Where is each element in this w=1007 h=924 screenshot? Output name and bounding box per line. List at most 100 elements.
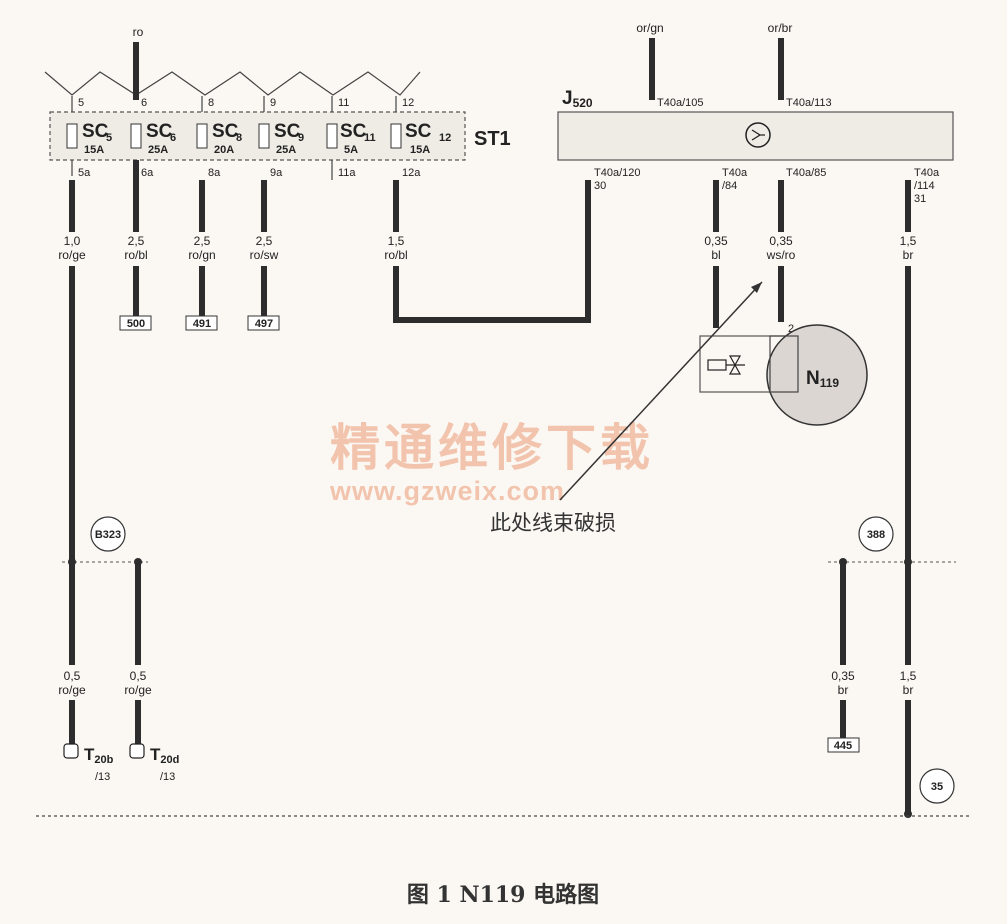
svg-text:ro/sw: ro/sw — [250, 248, 279, 262]
st1-label: ST1 — [474, 128, 511, 150]
n119-label: N119 — [806, 368, 839, 390]
figure-caption: 图 1 N119 电路图 — [407, 882, 599, 908]
svg-text:15A: 15A — [84, 144, 104, 156]
svg-text:B323: B323 — [95, 529, 121, 541]
ref-497 — [247, 315, 280, 331]
svg-text:8a: 8a — [208, 167, 221, 179]
svg-text:SC: SC — [212, 121, 239, 142]
svg-text:0,5: 0,5 — [64, 669, 81, 683]
svg-text:2,5: 2,5 — [128, 234, 145, 248]
svg-text:497: 497 — [255, 318, 273, 330]
svg-text:bl: bl — [711, 248, 720, 262]
fuse-sc11: 11 SC 11 5A 11a — [326, 96, 376, 180]
svg-text:8: 8 — [236, 132, 242, 144]
svg-text:ro/bl: ro/bl — [384, 248, 407, 262]
svg-text:0,35: 0,35 — [831, 669, 855, 683]
svg-text:9: 9 — [298, 132, 304, 144]
connector-t20b: T20b /13 — [63, 743, 114, 783]
svg-text:5a: 5a — [78, 167, 91, 179]
svg-text:br: br — [903, 683, 914, 697]
top-wire-label-or-gn: or/gn — [636, 21, 663, 35]
svg-text:9a: 9a — [270, 167, 283, 179]
svg-text:12a: 12a — [402, 167, 421, 179]
svg-text:8: 8 — [208, 97, 214, 109]
svg-text:491: 491 — [193, 318, 211, 330]
svg-text:12: 12 — [402, 97, 414, 109]
fuse-sc9: 9 SC 9 25A 9a — [258, 96, 304, 179]
svg-text:SC: SC — [405, 121, 432, 142]
svg-text:T20d: T20d — [150, 745, 179, 766]
fuse-sc5: 5 SC 5 15A 5a — [66, 96, 112, 179]
svg-text:5: 5 — [78, 97, 84, 109]
svg-text:ro/gn: ro/gn — [188, 248, 215, 262]
valve-icon — [707, 355, 745, 375]
svg-text:25A: 25A — [148, 144, 168, 156]
watermark-title: 精通维修下载 — [330, 419, 654, 477]
fuse-sc12: 12 SC 12 15A 12a — [390, 96, 451, 179]
damage-arrow — [559, 281, 763, 501]
svg-text:T40a: T40a — [914, 167, 940, 179]
svg-text:25A: 25A — [276, 144, 296, 156]
svg-text:SC: SC — [340, 121, 367, 142]
svg-text:/13: /13 — [95, 771, 110, 783]
svg-text:445: 445 — [834, 740, 852, 752]
svg-text:T40a: T40a — [722, 167, 748, 179]
svg-text:31: 31 — [914, 193, 926, 205]
svg-text:6a: 6a — [141, 167, 154, 179]
svg-text:1,0: 1,0 — [64, 234, 81, 248]
svg-text:T40a/105: T40a/105 — [657, 97, 703, 109]
supply-zigzag — [44, 71, 421, 96]
svg-text:11: 11 — [338, 97, 349, 109]
node-35 — [919, 768, 955, 804]
svg-text:0,5: 0,5 — [130, 669, 147, 683]
svg-text:T40a/120: T40a/120 — [594, 167, 640, 179]
ref-491 — [185, 315, 218, 331]
node-388 — [858, 516, 894, 552]
svg-text:11: 11 — [364, 132, 376, 144]
top-wire-label-ro: ro — [133, 25, 144, 39]
svg-text:ro/ge: ro/ge — [58, 248, 86, 262]
svg-text:T40a/113: T40a/113 — [786, 97, 832, 109]
svg-text:388: 388 — [867, 529, 885, 541]
svg-text:/114: /114 — [914, 180, 935, 192]
svg-text:T20b: T20b — [84, 745, 114, 766]
clock-icon — [745, 122, 771, 148]
top-wire-label-or-br: or/br — [768, 21, 793, 35]
svg-text:1,5: 1,5 — [900, 669, 917, 683]
svg-text:SC: SC — [82, 121, 109, 142]
svg-text:1,5: 1,5 — [900, 234, 917, 248]
ref-445 — [827, 737, 860, 753]
svg-text:2: 2 — [788, 323, 794, 335]
svg-text:/84: /84 — [722, 180, 737, 192]
svg-text:11a: 11a — [338, 167, 356, 179]
svg-text:br: br — [838, 683, 849, 697]
svg-text:30: 30 — [594, 180, 606, 192]
fuse-sc8: 8 SC 8 20A 8a — [196, 96, 242, 179]
svg-text:0,35: 0,35 — [769, 234, 793, 248]
damage-annotation: 此处线束破损 — [490, 511, 616, 535]
j520-label: J520 — [562, 88, 593, 110]
svg-text:500: 500 — [127, 318, 145, 330]
svg-text:6: 6 — [141, 97, 147, 109]
st1-fuse-box — [49, 111, 466, 161]
node-b323 — [90, 516, 126, 552]
svg-text:35: 35 — [931, 781, 943, 793]
watermark-url: www.gzweix.com — [329, 476, 565, 506]
svg-text:5: 5 — [106, 132, 112, 144]
svg-text:T40a/85: T40a/85 — [786, 167, 826, 179]
svg-text:SC: SC — [146, 121, 173, 142]
j520-box — [557, 111, 954, 161]
svg-text:/13: /13 — [160, 771, 175, 783]
svg-text:9: 9 — [270, 97, 276, 109]
svg-text:6: 6 — [170, 132, 176, 144]
svg-text:ws/ro: ws/ro — [766, 248, 796, 262]
fuse-sc6: 6 SC 6 25A 6a — [130, 97, 176, 179]
svg-text:15A: 15A — [410, 144, 430, 156]
connector-t20d: T20d /13 — [129, 743, 179, 783]
svg-text:2,5: 2,5 — [194, 234, 211, 248]
svg-text:20A: 20A — [214, 144, 234, 156]
svg-text:ro/ge: ro/ge — [124, 683, 152, 697]
n119-solenoid-valve — [766, 324, 868, 426]
svg-text:SC: SC — [274, 121, 301, 142]
